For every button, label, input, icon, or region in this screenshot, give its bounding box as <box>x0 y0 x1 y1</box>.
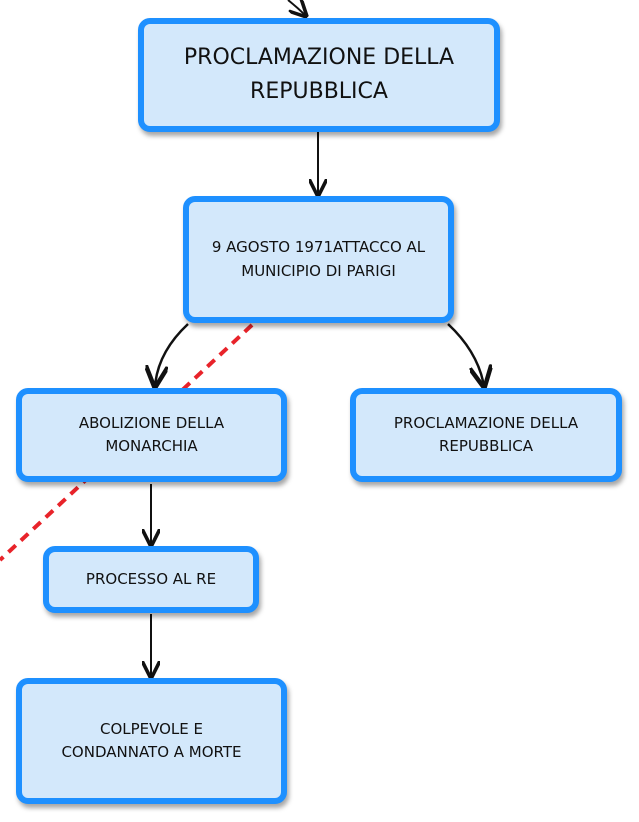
node-line: MUNICIPIO DI PARIGI <box>241 261 396 280</box>
node-text: PROCESSO AL RE <box>86 568 216 591</box>
node-line: PROCLAMAZIONE DELLA <box>183 44 455 70</box>
node-line: CONDANNATO A MORTE <box>61 743 242 761</box>
arrow-into-top-node <box>287 0 306 16</box>
node-line: PROCLAMAZIONE DELLA <box>393 413 579 432</box>
node-line: REPUBBLICA <box>250 79 388 104</box>
node-proclamazione-repubblica-top[interactable]: PROCLAMAZIONE DELLA REPUBBLICA <box>138 18 500 132</box>
node-line: COLPEVOLE E <box>99 719 204 738</box>
node-line: MONARCHIA <box>105 437 198 455</box>
node-line: REPUBBLICA <box>438 437 533 455</box>
node-text: PROCLAMAZIONE DELLA REPUBBLICA <box>394 412 578 459</box>
node-processo-al-re[interactable]: PROCESSO AL RE <box>43 546 259 613</box>
node-colpevole-condannato[interactable]: COLPEVOLE E CONDANNATO A MORTE <box>16 678 287 804</box>
node-abolizione-monarchia[interactable]: ABOLIZIONE DELLA MONARCHIA <box>16 388 287 482</box>
arrow-date-to-abolizione <box>155 323 189 386</box>
node-text: PROCLAMAZIONE DELLA REPUBBLICA <box>184 41 454 109</box>
node-line: PROCESSO AL RE <box>85 569 217 588</box>
node-attacco-municipio[interactable]: 9 AGOSTO 1971ATTACCO AL MUNICIPIO DI PAR… <box>183 196 454 323</box>
node-text: COLPEVOLE E CONDANNATO A MORTE <box>61 718 241 765</box>
node-line: ABOLIZIONE DELLA <box>78 413 225 432</box>
node-text: 9 AGOSTO 1971ATTACCO AL MUNICIPIO DI PAR… <box>212 236 425 283</box>
node-text: ABOLIZIONE DELLA MONARCHIA <box>79 412 224 459</box>
node-proclamazione-repubblica[interactable]: PROCLAMAZIONE DELLA REPUBBLICA <box>350 388 622 482</box>
node-line: 9 AGOSTO 1971ATTACCO AL <box>211 238 426 257</box>
arrow-date-to-proclamazione <box>447 323 484 386</box>
